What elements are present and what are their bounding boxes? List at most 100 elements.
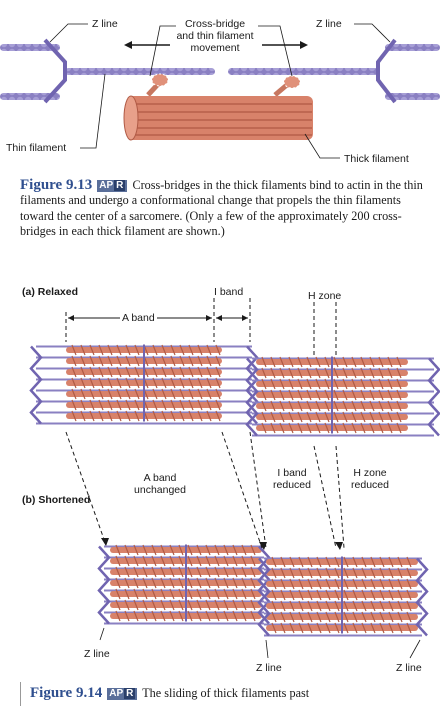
relaxed-sarcomere-1-cross-bridge <box>179 344 185 356</box>
shortened-sarcomere-2-cross-bridge <box>298 567 304 579</box>
relaxed-sarcomere-2-cross-bridge <box>387 378 393 390</box>
shortened-sarcomere-2-cross-bridge <box>325 556 331 568</box>
relaxed-sarcomere-2-cross-bridge <box>270 356 276 368</box>
relaxed-sarcomere-1-cross-bridge <box>215 388 221 400</box>
shortened-sarcomere-2-cross-bridge <box>343 578 349 590</box>
relaxed-sarcomere-2-cross-bridge <box>324 378 330 390</box>
shortened-sarcomere-2-cross-bridge <box>334 611 340 623</box>
relaxed-sarcomere-1-cross-bridge <box>107 377 113 389</box>
shortened-sarcomere-2-cross-bridge <box>298 556 304 568</box>
shortened-sarcomere-1-cross-bridge <box>178 566 184 578</box>
shortened-sarcomere-1-cross-bridge <box>169 577 175 589</box>
shortened-sarcomere-1-cross-bridge <box>160 555 166 567</box>
shortened-sarcomere-2-cross-bridge <box>388 611 394 623</box>
relaxed-sarcomere-1-cross-bridge <box>197 344 203 356</box>
shortened-sarcomere-1-cross-bridge <box>223 544 229 556</box>
shortened-sarcomere-1-cross-bridge <box>151 544 157 556</box>
shortened-sarcomere-2-cross-bridge <box>370 600 376 612</box>
shortened-sarcomere-1-cross-bridge <box>241 555 247 567</box>
relaxed-sarcomere-1-cross-bridge <box>116 355 122 367</box>
relaxed-sarcomere-1-cross-bridge <box>152 388 158 400</box>
label-thin-filament: Thin filament <box>6 142 67 154</box>
relaxed-sarcomere-2-cross-bridge <box>396 422 402 434</box>
shortened-sarcomere-2-cross-bridge <box>325 567 331 579</box>
relaxed-sarcomere-1-cross-bridge <box>179 410 185 422</box>
relaxed-sarcomere-2-cross-bridge <box>387 367 393 379</box>
relaxed-sarcomere-2-cross-bridge <box>306 367 312 379</box>
shortened-sarcomere-2-cross-bridge <box>325 578 331 590</box>
relaxed-sarcomere-1-cross-bridge <box>206 377 212 389</box>
shortened-sarcomere-1-cross-bridge <box>232 566 238 578</box>
shortened-sarcomere-1-cross-bridge <box>142 555 148 567</box>
relaxed-sarcomere-2-cross-bridge <box>378 400 384 412</box>
relaxed-sarcomere-1-cross-bridge <box>80 410 86 422</box>
shortened-sarcomere-2-cross-bridge <box>379 611 385 623</box>
relaxed-sarcomere-2-cross-bridge <box>378 389 384 401</box>
shortened-sarcomere-1-cross-bridge <box>205 610 211 622</box>
shortened-sarcomere-2-cross-bridge <box>406 622 412 634</box>
relaxed-sarcomere-2-cross-bridge <box>396 356 402 368</box>
relaxed-sarcomere-1-cross-bridge <box>71 399 77 411</box>
shortened-sarcomere-2-z-line-left <box>257 557 271 637</box>
shortened-sarcomere-1-cross-bridge <box>115 544 121 556</box>
shortened-sarcomere-1-cross-bridge <box>169 555 175 567</box>
shortened-sarcomere-1-cross-bridge <box>115 599 121 611</box>
relaxed-sarcomere-2-cross-bridge <box>333 422 339 434</box>
relaxed-sarcomere-1-cross-bridge <box>134 344 140 356</box>
shortened-sarcomere-1-cross-bridge <box>232 555 238 567</box>
shortened-sarcomere-1-cross-bridge <box>196 555 202 567</box>
relaxed-sarcomere-1-cross-bridge <box>152 410 158 422</box>
shortened-sarcomere-1-cross-bridge <box>196 610 202 622</box>
shortened-sarcomere-1-cross-bridge <box>196 544 202 556</box>
relaxed-sarcomere-2-cross-bridge <box>369 400 375 412</box>
shortened-sarcomere-2-cross-bridge <box>307 567 313 579</box>
a-band-arrow-head-right <box>206 315 212 321</box>
shortened-sarcomere-2-cross-bridge <box>316 622 322 634</box>
relaxed-sarcomere-1-cross-bridge <box>89 344 95 356</box>
relaxed-sarcomere-1-cross-bridge <box>134 366 140 378</box>
relaxed-sarcomere-1-cross-bridge <box>80 355 86 367</box>
relaxed-sarcomere-2-cross-bridge <box>270 389 276 401</box>
leader-cross-bridge-right <box>258 25 293 77</box>
shortened-sarcomere-2-cross-bridge <box>379 600 385 612</box>
relaxed-sarcomere-1-cross-bridge <box>215 410 221 422</box>
relaxed-sarcomere-2-cross-bridge <box>297 367 303 379</box>
shortened-sarcomere-1-cross-bridge <box>250 610 256 622</box>
relaxed-sarcomere-2-cross-bridge <box>342 356 348 368</box>
relaxed-sarcomere-2-cross-bridge <box>261 400 267 412</box>
relaxed-sarcomere-1-cross-bridge <box>80 399 86 411</box>
shortened-sarcomere-1-cross-bridge <box>133 577 139 589</box>
relaxed-sarcomere-2-cross-bridge <box>351 389 357 401</box>
relaxed-sarcomere-2-cross-bridge <box>315 411 321 423</box>
shortened-sarcomere-2-cross-bridge <box>271 556 277 568</box>
relaxed-sarcomere-2-cross-bridge <box>279 411 285 423</box>
relaxed-sarcomere-2-cross-bridge <box>279 389 285 401</box>
shortened-sarcomere-1-cross-bridge <box>187 610 193 622</box>
relaxed-sarcomere-2-cross-bridge <box>369 367 375 379</box>
shortened-sarcomere-2-cross-bridge <box>397 567 403 579</box>
shortened-sarcomere-1-cross-bridge <box>133 588 139 600</box>
leader-thick-filament <box>304 133 340 159</box>
relaxed-sarcomere-2-cross-bridge <box>351 378 357 390</box>
shortened-sarcomere-1-cross-bridge <box>169 599 175 611</box>
relaxed-sarcomere-1-cross-bridge <box>125 344 131 356</box>
relaxed-sarcomere-2-cross-bridge <box>378 411 384 423</box>
relaxed-sarcomere-2-cross-bridge <box>378 422 384 434</box>
relaxed-sarcomere-1-cross-bridge <box>71 355 77 367</box>
shortened-sarcomere-1-cross-bridge <box>241 610 247 622</box>
label-relaxed: (a) Relaxed <box>22 286 79 298</box>
relaxed-sarcomere-2-cross-bridge <box>378 378 384 390</box>
relaxed-sarcomere-2-cross-bridge <box>351 356 357 368</box>
leader-z-line-2 <box>265 639 269 659</box>
shortened-sarcomere-1-cross-bridge <box>232 599 238 611</box>
shortened-sarcomere-1-cross-bridge <box>205 599 211 611</box>
relaxed-sarcomere-2-cross-bridge <box>387 411 393 423</box>
relaxed-sarcomere-2-cross-bridge <box>279 422 285 434</box>
shortened-sarcomere-2-cross-bridge <box>316 578 322 590</box>
relaxed-sarcomere-2-cross-bridge <box>360 378 366 390</box>
shortened-sarcomere-2-cross-bridge <box>280 600 286 612</box>
shortened-sarcomere-1-z-line-left <box>97 545 111 625</box>
relaxed-sarcomere-2-cross-bridge <box>288 389 294 401</box>
shortened-sarcomere-2-cross-bridge <box>280 567 286 579</box>
shortened-sarcomere-1-cross-bridge <box>151 577 157 589</box>
